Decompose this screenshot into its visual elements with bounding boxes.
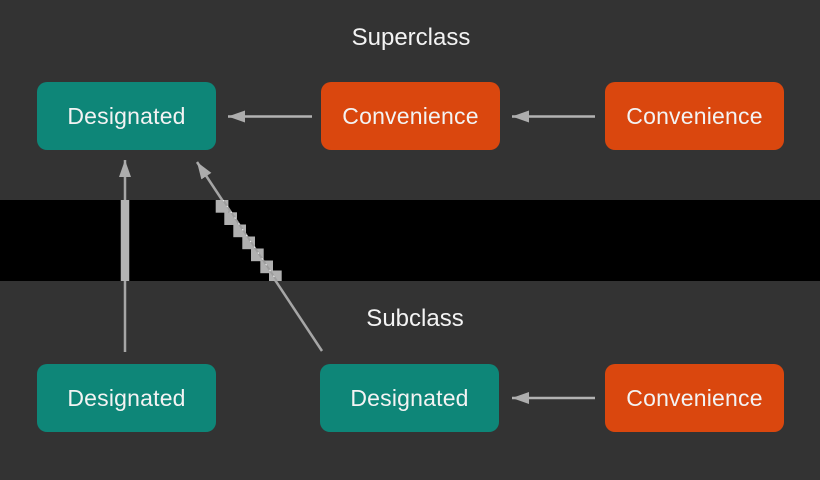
node-label: Convenience [626,102,763,129]
node-label: Designated [67,102,186,129]
subclass-title: Subclass [366,305,464,332]
node-label: Designated [67,384,186,411]
diagonal-line-core [222,200,278,281]
section-divider [0,200,820,281]
subclass-designated-node-1: Designated [37,364,216,432]
subclass-convenience-node: Convenience [605,364,784,432]
superclass-designated-node: Designated [37,82,216,150]
pixelated-vertical-segment [120,200,130,281]
node-label: Convenience [626,384,763,411]
node-label: Designated [350,384,469,411]
superclass-convenience-node-1: Convenience [321,82,500,150]
pixelated-diagonal-segment [215,200,282,281]
superclass-title: Superclass [351,24,471,51]
node-label: Convenience [342,102,479,129]
superclass-convenience-node-2: Convenience [605,82,784,150]
divider-pixelated-segments [120,200,282,281]
subclass-designated-node-2: Designated [320,364,499,432]
